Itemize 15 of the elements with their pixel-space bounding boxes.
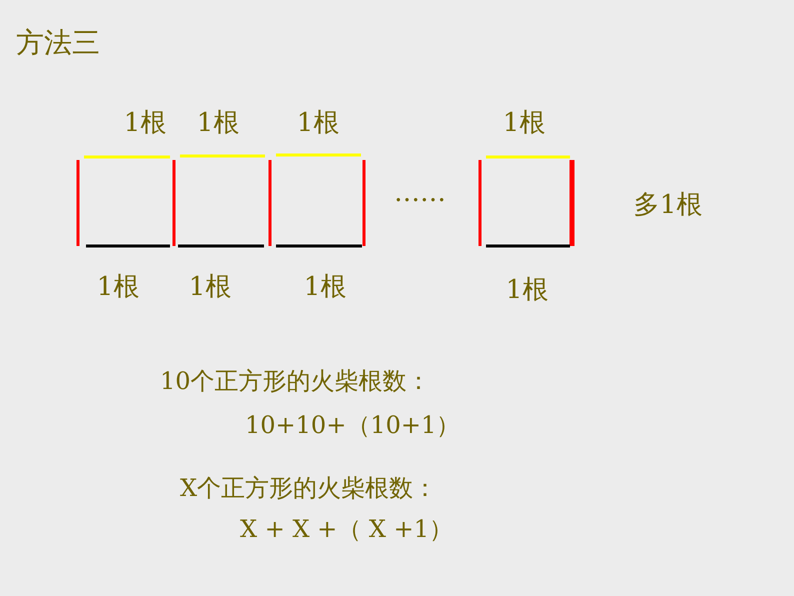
stick-count-label: 1根 xyxy=(124,108,166,140)
stick-count-label: 1根 xyxy=(296,108,340,140)
stick-count-label: 1根 xyxy=(506,275,548,306)
ellipsis: …… xyxy=(394,178,446,210)
formula-text: X + X +（ X +1） xyxy=(240,515,453,544)
formula-text: 10+10+（10+1） xyxy=(245,411,460,440)
extra-stick-note: 多1根 xyxy=(634,190,702,222)
slide-title: 方法三 xyxy=(16,26,100,60)
question-text: X个正方形的火柴根数： xyxy=(180,474,438,503)
stick-count-label: 1根 xyxy=(196,108,240,140)
question-text: 10个正方形的火柴根数： xyxy=(160,367,431,396)
stick-count-label: 1根 xyxy=(96,272,140,304)
stick-count-label: 1根 xyxy=(502,108,546,140)
stick-count-label: 1根 xyxy=(304,272,346,304)
stick-count-label: 1根 xyxy=(188,272,232,304)
